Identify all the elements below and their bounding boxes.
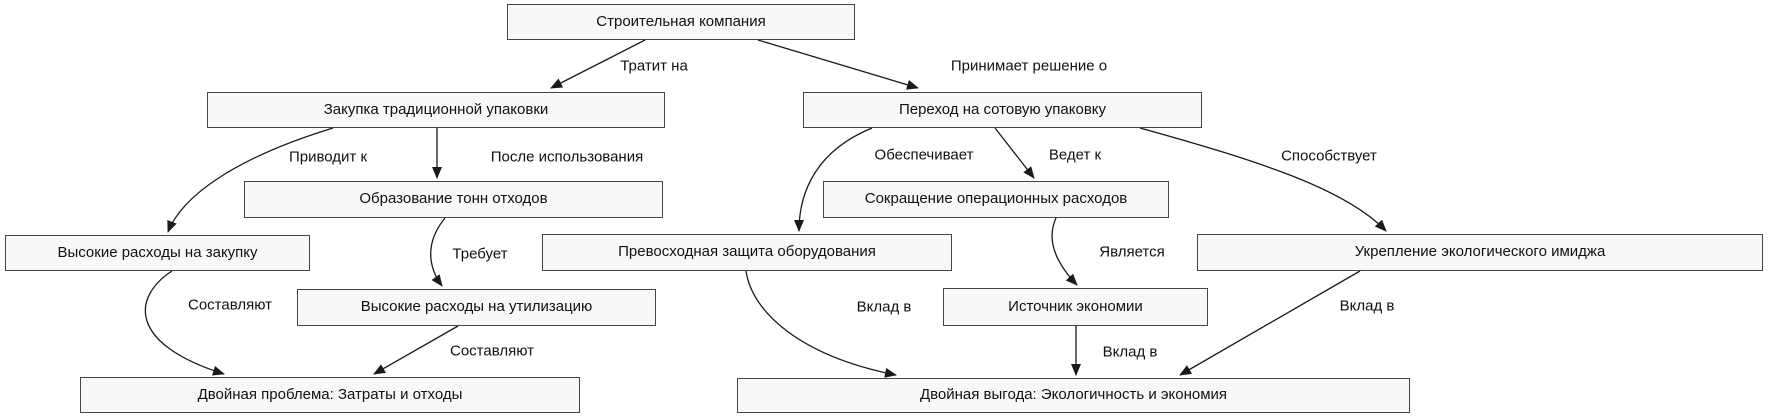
edge-group bbox=[144, 39, 1387, 378]
edge-label-leads-to: Приводит к bbox=[284, 148, 372, 166]
edge-label-decides: Принимает решение о bbox=[946, 57, 1112, 75]
node-savings: Источник экономии bbox=[943, 288, 1208, 326]
node-company: Строительная компания bbox=[507, 4, 855, 40]
edge-honeycomb-to-image bbox=[1139, 127, 1387, 232]
node-problem: Двойная проблема: Затраты и отходы bbox=[80, 377, 580, 413]
edge-purchase-costs-to-problem bbox=[144, 270, 225, 376]
edge-label-provides: Обеспечивает bbox=[870, 146, 978, 164]
edge-honeycomb-to-opex bbox=[994, 127, 1035, 179]
node-disposal-costs: Высокие расходы на утилизацию bbox=[297, 289, 656, 326]
edge-label-contrib-3: Вклад в bbox=[1335, 297, 1399, 315]
node-image: Укрепление экологического имиджа bbox=[1197, 234, 1763, 271]
edge-label-after-use: После использования bbox=[486, 148, 648, 166]
edge-opex-to-savings bbox=[1051, 217, 1078, 286]
node-waste: Образование тонн отходов bbox=[244, 181, 663, 218]
edge-image-to-benefit bbox=[1179, 270, 1361, 376]
edge-label-contrib-1: Вклад в bbox=[852, 298, 916, 316]
edge-company-to-honeycomb bbox=[757, 39, 919, 90]
node-purchase-costs: Высокие расходы на закупку bbox=[5, 235, 310, 271]
edge-label-is: Является bbox=[1095, 243, 1169, 261]
edge-label-spends: Тратит на bbox=[616, 57, 692, 75]
edge-honeycomb-to-protection bbox=[794, 127, 873, 232]
node-opex: Сокращение операционных расходов bbox=[823, 181, 1169, 218]
edge-label-comprise-2: Составляют bbox=[445, 342, 539, 360]
edge-company-to-traditional bbox=[550, 39, 646, 89]
node-honeycomb: Переход на сотовую упаковку bbox=[803, 92, 1202, 128]
edge-disposal-costs-to-problem bbox=[373, 325, 459, 375]
edge-protection-to-benefit bbox=[745, 270, 897, 378]
edge-label-leads: Ведет к bbox=[1044, 146, 1106, 164]
node-benefit: Двойная выгода: Экологичность и экономия bbox=[737, 378, 1410, 413]
edge-traditional-to-purchase-costs bbox=[167, 127, 334, 233]
node-protection: Превосходная защита оборудования bbox=[542, 234, 952, 271]
edge-label-contrib-2: Вклад в bbox=[1098, 343, 1162, 361]
edge-label-promotes: Способствует bbox=[1277, 147, 1381, 165]
node-traditional: Закупка традиционной упаковки bbox=[207, 92, 665, 128]
edge-label-requires: Требует bbox=[448, 245, 512, 263]
edge-label-comprise-1: Составляют bbox=[183, 296, 277, 314]
edge-waste-to-disposal-costs bbox=[430, 217, 446, 287]
